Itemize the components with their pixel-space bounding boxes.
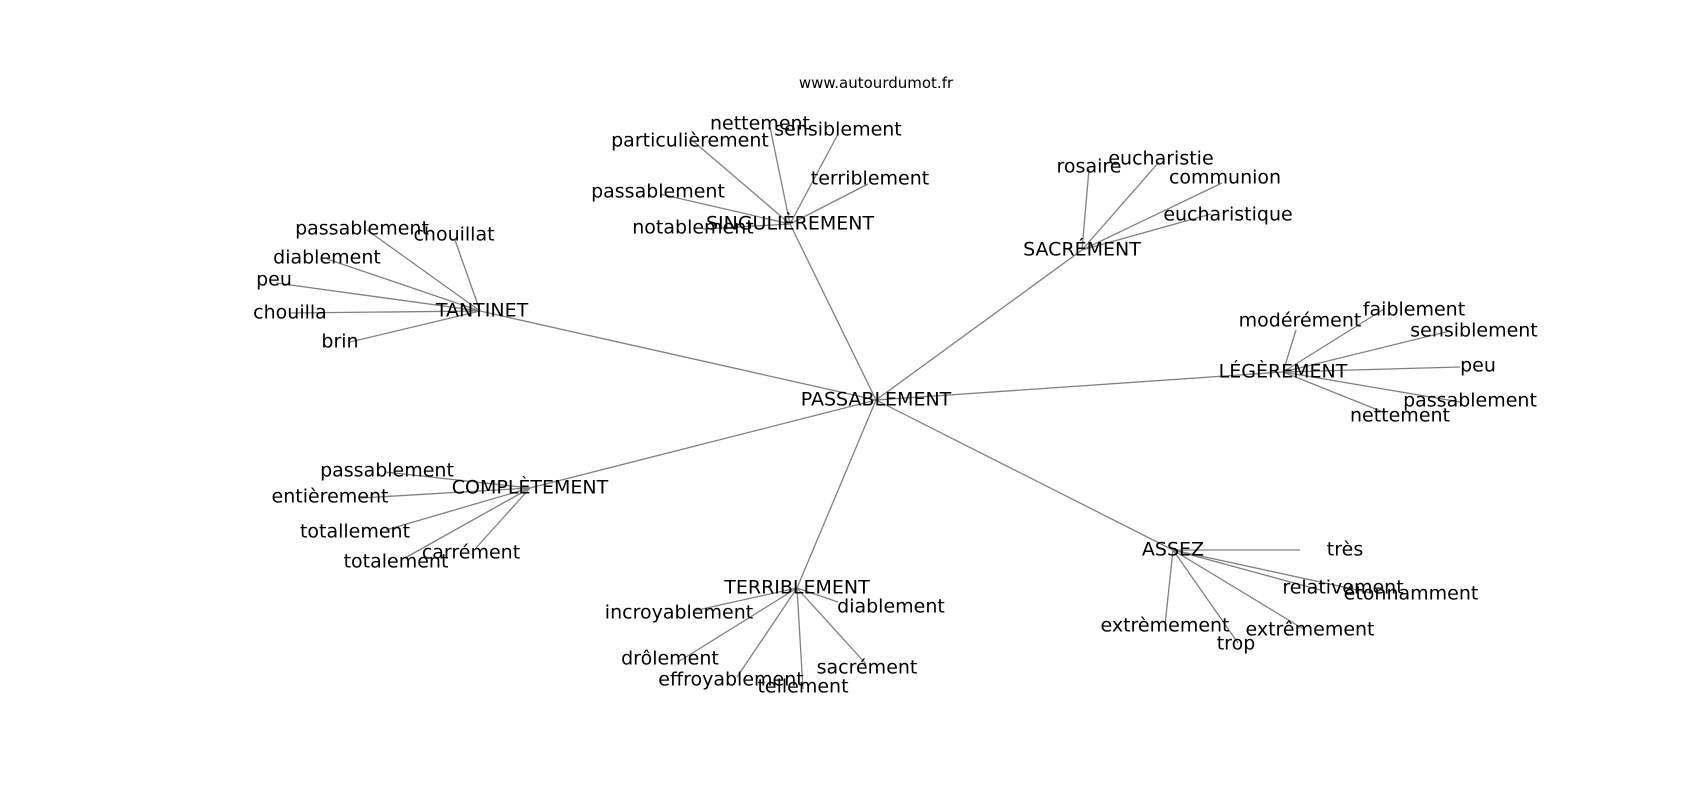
word-node-label: particulièrement (611, 130, 769, 152)
word-node-label: passablement (1403, 390, 1537, 412)
word-node-label: sensiblement (774, 119, 902, 141)
word-node-label: faiblement (1363, 299, 1465, 321)
hub-to-word-edge (1282, 366, 1461, 373)
hub-to-word-edge (796, 587, 804, 690)
word-node-label: chouilla (253, 302, 327, 324)
word-node-label: entièrement (272, 486, 389, 508)
hub-to-word-edge (454, 239, 481, 312)
hub-to-word-edge (385, 487, 531, 531)
word-node-label: incroyablement (605, 602, 753, 624)
word-node-label: eucharistique (1163, 204, 1292, 226)
root-to-hub-edge (789, 223, 877, 401)
hub-to-word-edge (1172, 549, 1372, 594)
graph-labels: PASSABLEMENT SINGULIÈREMENT particulièreme… (253, 113, 1538, 698)
word-node-label: notablement (632, 217, 753, 239)
hub-to-word-edge (1282, 371, 1461, 403)
hub-to-word-edge (702, 223, 791, 230)
hub-to-word-edge (677, 587, 798, 663)
hub-node-label: COMPLÈTEMENT (452, 476, 609, 499)
hub-to-word-edge (1081, 182, 1223, 251)
word-node-label: terriblement (811, 168, 929, 190)
word-node-label: chouillat (413, 224, 494, 246)
hub-to-word-edge (404, 487, 531, 559)
hub-to-word-edge (1081, 213, 1212, 251)
word-node-label: peu (256, 269, 292, 291)
word-node-label: extrêmement (1245, 619, 1374, 641)
hub-to-word-edge (326, 258, 481, 312)
root-to-hub-edge (875, 399, 1174, 551)
word-node-label: tellement (757, 676, 848, 698)
hub-to-word-edge (1282, 371, 1384, 413)
hub-to-word-edge (796, 587, 839, 603)
graph-edges (275, 126, 1461, 690)
word-node-label: très (1327, 539, 1363, 561)
hub-to-word-edge (1282, 330, 1451, 373)
word-node-label: eucharistie (1108, 148, 1213, 170)
hub-to-word-edge (475, 487, 531, 549)
hub-to-word-edge (289, 310, 481, 314)
word-node-label: trop (1217, 633, 1256, 655)
word-node-label: drôlement (621, 648, 719, 670)
hub-to-word-edge (349, 310, 481, 343)
root-to-hub-edge (875, 371, 1284, 401)
source-url: www.autourdumot.fr (799, 74, 954, 92)
root-to-hub-edge (529, 399, 877, 489)
hub-node-label: TANTINET (435, 300, 529, 322)
hub-to-word-edge (1164, 549, 1174, 626)
word-node-label: passablement (295, 218, 429, 240)
word-node-label: sacrément (817, 657, 918, 679)
hub-to-word-edge (360, 487, 531, 499)
hub-node-label: ASSEZ (1142, 539, 1204, 561)
hub-to-word-edge (769, 126, 791, 225)
root-to-hub-edge (479, 310, 877, 401)
hub-to-word-edge (796, 587, 867, 665)
hub-to-word-edge (692, 587, 798, 612)
word-node-label: peu (1460, 355, 1496, 377)
word-node-label: nettement (710, 113, 810, 135)
hub-node-label: SACRÉMENT (1023, 238, 1141, 261)
word-node-label: carrément (422, 542, 520, 564)
word-node-label: modérément (1239, 310, 1362, 332)
word-node-label: totallement (300, 521, 410, 543)
hub-to-word-edge (692, 140, 791, 225)
hub-to-word-edge (384, 471, 531, 489)
word-node-label: totalement (344, 551, 449, 573)
word-node-label: sensiblement (1410, 320, 1538, 342)
hub-to-word-edge (789, 133, 839, 225)
hub-node-label: LÉGÈREMENT (1219, 360, 1348, 383)
word-node-label: étonnamment (1344, 583, 1479, 605)
hub-node-label: SINGULIÈREMENT (706, 212, 875, 235)
word-node-label: communion (1169, 167, 1281, 189)
word-node-label: extrèmement (1100, 615, 1229, 637)
root-node-label: PASSABLEMENT (801, 389, 952, 411)
hub-to-word-edge (659, 193, 791, 225)
hub-to-word-edge (1081, 161, 1160, 251)
word-node-label: effroyablement (658, 669, 803, 691)
hub-to-word-edge (275, 282, 481, 312)
root-to-hub-edge (796, 399, 877, 589)
word-node-label: nettement (1350, 405, 1450, 427)
root-to-hub-edge (875, 249, 1083, 401)
word-node-label: rosaire (1057, 156, 1122, 178)
word-node-label: passablement (320, 460, 454, 482)
hub-to-word-edge (1172, 549, 1321, 591)
hub-to-word-edge (1081, 168, 1090, 251)
word-node-label: brin (321, 331, 358, 353)
hub-to-word-edge (1282, 308, 1385, 373)
hub-to-word-edge (736, 587, 798, 678)
word-node-label: diablement (273, 247, 381, 269)
hub-to-word-edge (366, 229, 481, 312)
hub-to-word-edge (1172, 549, 1239, 644)
hub-to-word-edge (789, 183, 869, 225)
word-node-label: relativement (1282, 577, 1403, 599)
word-node-label: diablement (837, 596, 945, 618)
hub-to-word-edge (1172, 549, 1306, 631)
word-node-label: passablement (591, 181, 725, 203)
hub-to-word-edge (1282, 329, 1297, 373)
hub-node-label: TERRIBLEMENT (723, 577, 870, 599)
